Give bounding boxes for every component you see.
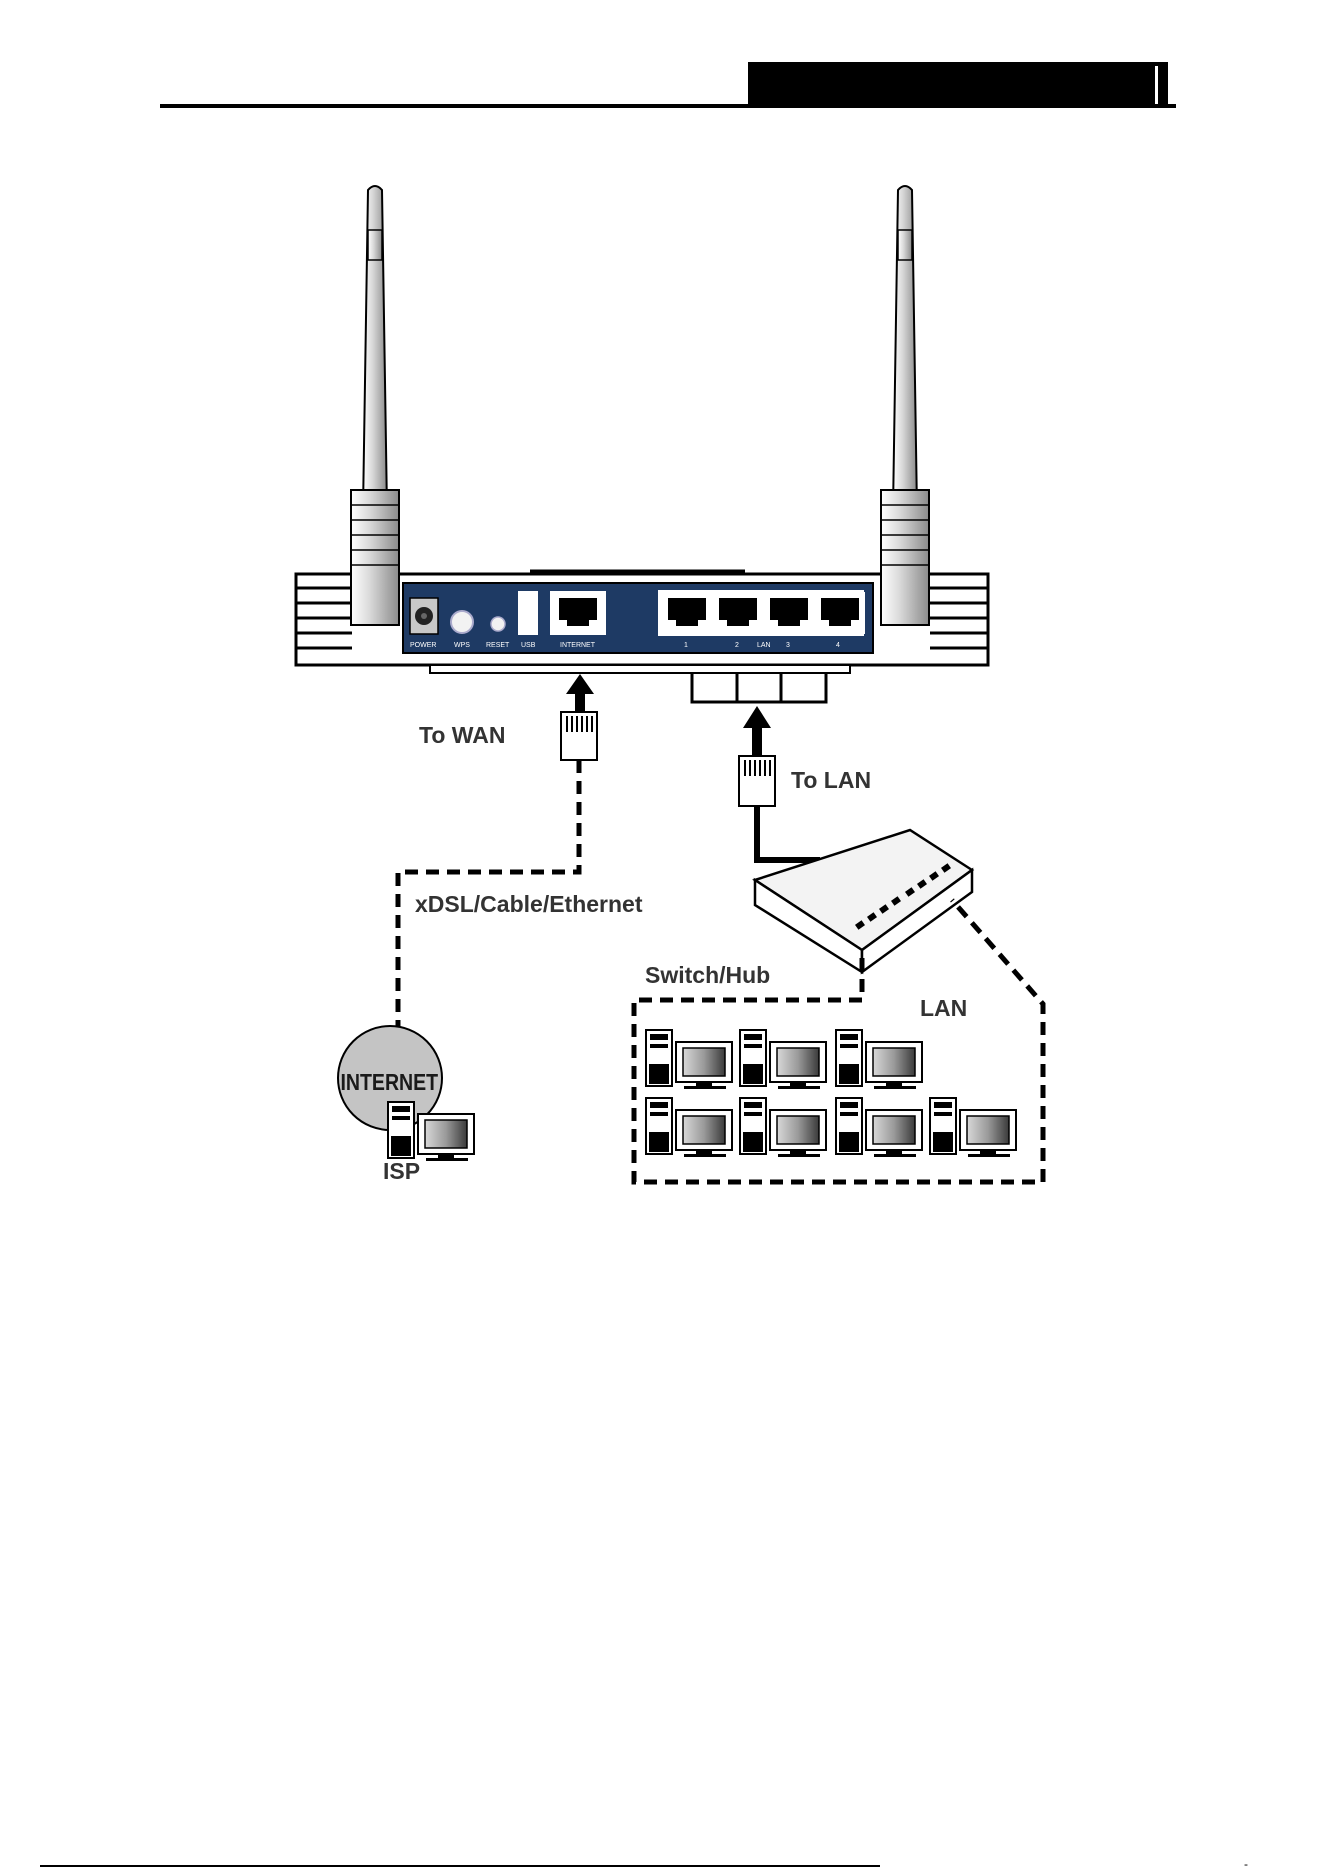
lan-cable: [757, 806, 820, 860]
lan-port-1: [662, 592, 712, 634]
lan-label: LAN: [920, 995, 967, 1021]
lan-pc: [740, 1030, 826, 1089]
internet-label: INTERNET: [560, 642, 596, 649]
isp-label: ISP: [383, 1158, 420, 1184]
lan-1-label: 1: [684, 642, 688, 649]
wps-label: WPS: [454, 642, 470, 649]
lan-port-4: [815, 592, 865, 634]
usb-label: USB: [521, 642, 536, 649]
lan-pc: [740, 1098, 826, 1157]
power-label: POWER: [410, 642, 436, 649]
lan-connector: [739, 706, 775, 806]
to-wan-label: To WAN: [419, 722, 505, 748]
footer-rule: [40, 1865, 880, 1867]
internet-globe-label: INTERNET: [340, 1070, 438, 1096]
lan-computers: [646, 1030, 1016, 1157]
lan-pc: [646, 1030, 732, 1089]
internet-port: [550, 591, 606, 635]
reset-button: [491, 617, 505, 631]
lan-3-label: 3: [786, 642, 790, 649]
antenna-right: [881, 186, 929, 625]
switch-hub-label: Switch/Hub: [645, 962, 770, 988]
lan-port-2: [713, 592, 763, 634]
wps-button: [451, 611, 473, 633]
link-type-label: xDSL/Cable/Ethernet: [415, 891, 643, 917]
lan-4-label: 4: [836, 642, 840, 649]
footer-mark: -: [1244, 1857, 1248, 1871]
lan-caption-label: LAN: [757, 642, 771, 649]
usb-port: [518, 591, 538, 635]
antenna-left: [351, 186, 399, 625]
lan-port-3: [764, 592, 814, 634]
lan-pc: [646, 1098, 732, 1157]
lan-2-label: 2: [735, 642, 739, 649]
wan-connector: [561, 674, 597, 760]
lan-pc: [836, 1030, 922, 1089]
lan-ports: [658, 590, 865, 636]
switch-hub: [755, 830, 972, 972]
lan-pc: [836, 1098, 922, 1157]
to-lan-label: To LAN: [791, 767, 871, 793]
lan-pc: [930, 1098, 1016, 1157]
lan-cable-bracket: [692, 673, 826, 702]
reset-label: RESET: [486, 642, 510, 649]
